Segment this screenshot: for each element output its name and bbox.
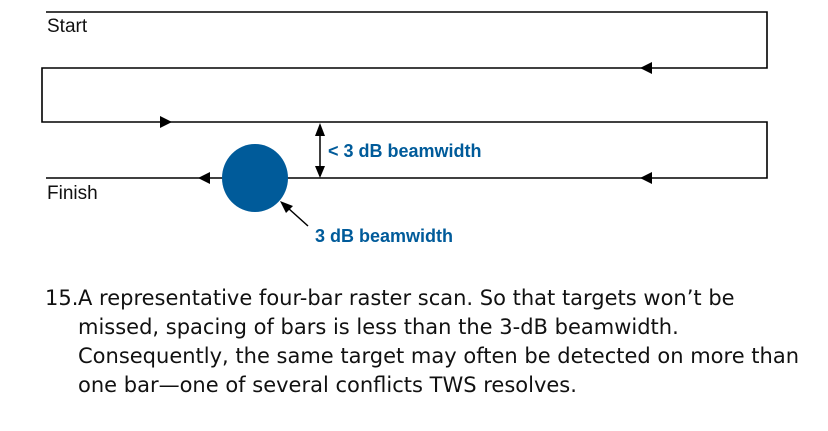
- beam-circle: [222, 144, 288, 212]
- spacing-arrowhead-top: [315, 123, 325, 136]
- beam-pointer-line: [287, 207, 309, 227]
- spacing-arrowhead-bottom: [315, 166, 325, 178]
- beamwidth-label: 3 dB beamwidth: [315, 226, 454, 246]
- caption-text: A representative four-bar raster scan. S…: [78, 286, 800, 397]
- direction-arrow-bar1: [640, 62, 652, 74]
- finish-label: Finish: [47, 183, 98, 204]
- beam-pointer-arrowhead: [280, 201, 293, 213]
- start-label: Start: [47, 16, 88, 37]
- bar-spacing-label: < 3 dB beamwidth: [328, 141, 482, 161]
- scan-path: [41, 11, 768, 179]
- direction-arrow-bar3: [640, 172, 652, 184]
- raster-scan-diagram: [41, 11, 768, 227]
- direction-arrow-bar2: [160, 116, 172, 128]
- direction-arrow-bar4: [198, 172, 210, 184]
- caption-number: 15.: [45, 286, 79, 310]
